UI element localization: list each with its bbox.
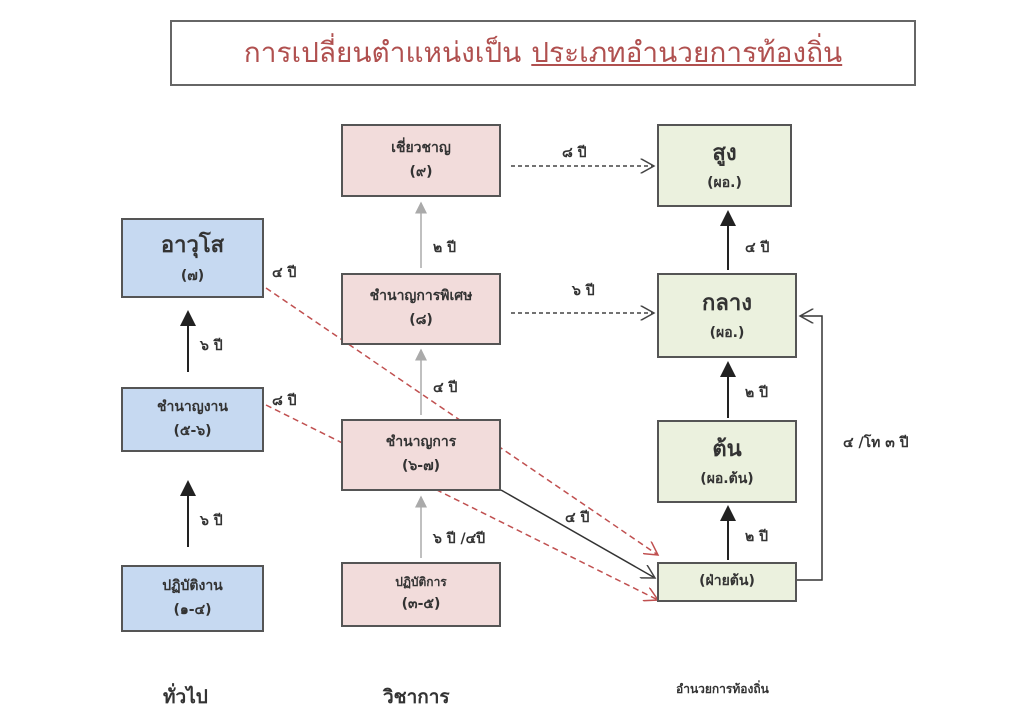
box-name: ปฏิบัติงาน xyxy=(162,577,223,594)
box-operational: ปฏิบัติงาน (๑-๔) xyxy=(121,565,264,632)
box-level: (๓-๕) xyxy=(401,595,441,612)
box-level: (ผอ.ต้น) xyxy=(700,471,754,488)
label-m2: ๒ ปี xyxy=(745,385,768,401)
label-g1: ๖ ปี xyxy=(200,513,223,529)
label-m4: ๔ /โท ๓ ปี xyxy=(843,435,909,451)
box-experienced: ชำนาญงาน (๕-๖) xyxy=(121,387,264,452)
box-name: ปฏิบัติการ xyxy=(395,575,447,590)
box-professional: ชำนาญการ (๖-๗) xyxy=(341,419,501,491)
box-name: ชำนาญการพิเศษ xyxy=(369,288,473,305)
arrow-r1 xyxy=(265,287,658,555)
label-r2: ๘ ปี xyxy=(272,393,297,409)
box-section-initial: (ฝ่ายต้น) xyxy=(657,562,797,602)
box-senior: อาวุโส (๗) xyxy=(121,218,264,298)
label-g2: ๖ ปี xyxy=(200,338,223,354)
box-name: (ฝ่ายต้น) xyxy=(699,573,755,590)
box-name: ต้น xyxy=(712,436,742,462)
title-underlined: ประเภทอำนวยการท้องถิ่น xyxy=(531,36,843,69)
box-name: ชำนาญงาน xyxy=(157,398,228,415)
box-level: (๘) xyxy=(409,312,433,328)
box-high: สูง (ผอ.) xyxy=(657,124,792,207)
label-m3: ๒ ปี xyxy=(745,529,768,545)
box-level: (๗) xyxy=(180,267,205,284)
title-box: การเปลี่ยนตำแหน่งเป็น ประเภทอำนวยการท้องถ… xyxy=(170,20,916,86)
label-d1: ๔ ปี xyxy=(565,510,590,526)
label-a3: ๒ ปี xyxy=(433,240,456,256)
arrow-r2 xyxy=(265,404,658,600)
box-name: อาวุโส xyxy=(160,233,225,259)
label-r1: ๔ ปี xyxy=(272,265,297,281)
label-a2: ๔ ปี xyxy=(433,380,458,396)
box-level: (ผอ.) xyxy=(707,175,742,192)
label-x2: ๖ ปี xyxy=(572,283,595,299)
label-a1: ๖ ปี /๔ปี xyxy=(433,531,486,547)
box-initial: ต้น (ผอ.ต้น) xyxy=(657,420,797,503)
arrow-m4 xyxy=(797,316,823,581)
box-level: (๑-๔) xyxy=(173,601,212,618)
column-general: ทั่วไป xyxy=(163,686,208,708)
box-name: ชำนาญการ xyxy=(385,434,457,451)
box-name: สูง xyxy=(712,140,737,166)
column-academic: วิชาการ xyxy=(383,686,450,708)
box-level: (ผอ.) xyxy=(709,325,745,342)
box-level: (๕-๖) xyxy=(173,422,212,439)
box-level: (๙) xyxy=(409,163,433,180)
box-name: เชี่ยวชาญ xyxy=(391,139,451,156)
label-m1: ๔ ปี xyxy=(745,240,770,256)
label-x1: ๘ ปี xyxy=(562,145,587,161)
box-practitioner: ปฏิบัติการ (๓-๕) xyxy=(341,562,501,627)
column-admin: อำนวยการท้องถิ่น xyxy=(676,682,769,696)
box-name: กลาง xyxy=(702,290,752,316)
box-senior-professional: ชำนาญการพิเศษ (๘) xyxy=(341,273,501,345)
arrow-d1 xyxy=(500,489,655,578)
title-text: การเปลี่ยนตำแหน่งเป็น xyxy=(243,36,522,69)
box-middle: กลาง (ผอ.) xyxy=(657,273,797,358)
box-level: (๖-๗) xyxy=(401,458,441,474)
box-expert: เชี่ยวชาญ (๙) xyxy=(341,124,501,197)
